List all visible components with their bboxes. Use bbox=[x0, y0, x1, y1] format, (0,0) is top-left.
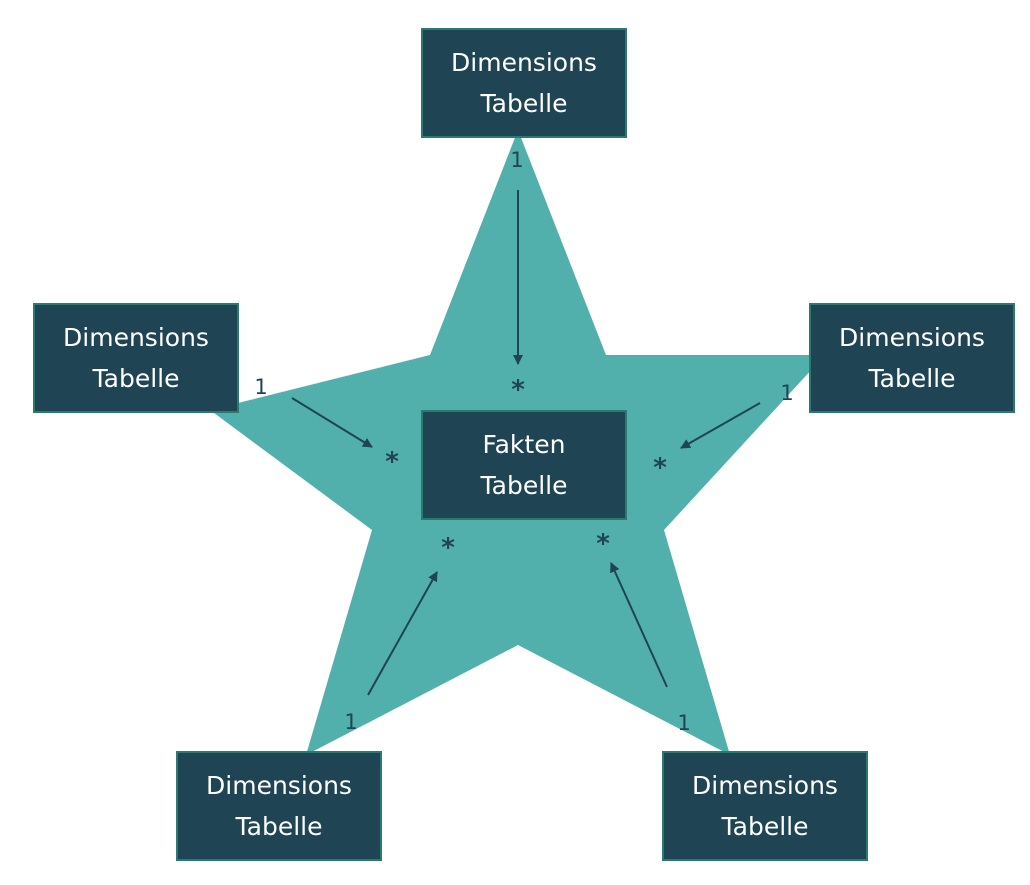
relation-arrow-bottom-right bbox=[610, 562, 668, 688]
cardinality-one-left: 1 bbox=[254, 375, 268, 399]
dimension-table-label: Dimensions bbox=[206, 771, 352, 800]
dimension-table-label: Dimensions bbox=[839, 323, 985, 352]
dimension-table-label: Dimensions bbox=[63, 323, 209, 352]
dimension-table-label: Tabelle bbox=[235, 812, 323, 841]
dimension-table-bottom-right[interactable]: Dimensions Tabelle bbox=[662, 751, 868, 861]
cardinality-many-bottom-right: * bbox=[596, 529, 610, 559]
cardinality-one-bottom-right: 1 bbox=[677, 711, 691, 735]
dimension-table-label: Dimensions bbox=[451, 48, 597, 77]
cardinality-one-bottom-left: 1 bbox=[344, 710, 358, 734]
dimension-table-right[interactable]: Dimensions Tabelle bbox=[809, 303, 1015, 413]
fact-table-label: Tabelle bbox=[480, 471, 568, 500]
dimension-table-label: Tabelle bbox=[92, 364, 180, 393]
fact-table-label: Fakten bbox=[482, 430, 566, 459]
dimension-table-top[interactable]: Dimensions Tabelle bbox=[421, 28, 627, 138]
dimension-table-label: Dimensions bbox=[692, 771, 838, 800]
dimension-table-label: Tabelle bbox=[721, 812, 809, 841]
dimension-table-label: Tabelle bbox=[868, 364, 956, 393]
cardinality-many-bottom-left: * bbox=[441, 533, 455, 563]
fact-table[interactable]: Fakten Tabelle bbox=[421, 410, 627, 520]
cardinality-many-top: * bbox=[511, 375, 525, 405]
cardinality-one-top: 1 bbox=[510, 148, 524, 172]
cardinality-many-right: * bbox=[653, 453, 667, 483]
relation-arrow-bottom-left bbox=[367, 571, 438, 696]
dimension-table-label: Tabelle bbox=[480, 89, 568, 118]
cardinality-one-right: 1 bbox=[780, 381, 794, 405]
relation-arrow-left bbox=[291, 397, 373, 448]
dimension-table-bottom-left[interactable]: Dimensions Tabelle bbox=[176, 751, 382, 861]
relation-arrow-right bbox=[680, 402, 761, 449]
dimension-table-left[interactable]: Dimensions Tabelle bbox=[33, 303, 239, 413]
cardinality-many-left: * bbox=[385, 447, 399, 477]
